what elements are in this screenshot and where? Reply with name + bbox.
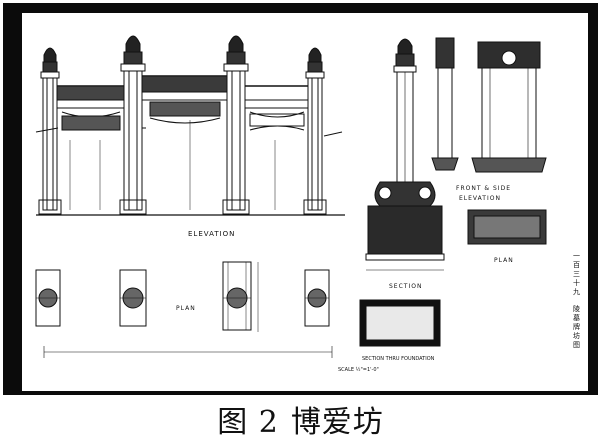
left-bay-roof	[35, 85, 146, 133]
plan-3	[222, 261, 259, 332]
pillar-3	[222, 35, 250, 215]
vertical-note-char: 牌	[573, 322, 580, 331]
label-scale: SCALE ½"=1'-0"	[338, 366, 379, 373]
vertical-note-char: 坊	[573, 331, 580, 340]
front-elevation	[471, 41, 547, 173]
vertical-note-char: 九	[573, 287, 580, 296]
plan-2	[119, 269, 147, 327]
vertical-note-char: 图	[573, 341, 580, 349]
vertical-note-char: 一	[573, 252, 580, 260]
vertical-note-char: 三	[573, 270, 580, 278]
drawing-sheet	[22, 13, 588, 391]
center-bay-roof	[141, 75, 228, 124]
label-plan-left: PLAN	[176, 305, 196, 312]
right-bay-roof	[244, 85, 343, 137]
plan-views	[35, 261, 333, 358]
figure-title: 博爱坊	[290, 404, 384, 440]
pillar-1	[38, 47, 62, 215]
pillar-2	[119, 35, 147, 215]
pillar-4	[303, 47, 327, 215]
label-front-side-2: ELEVATION	[459, 195, 501, 202]
label-section-foundation: SECTION THRU FOUNDATION	[362, 356, 435, 362]
vertical-note-char: 墓	[573, 313, 580, 322]
label-plan-right: PLAN	[494, 257, 514, 264]
paifang-elevation	[35, 35, 345, 216]
figure-number: 图 2	[217, 404, 279, 440]
vertical-note-char: 陵	[573, 304, 580, 313]
side-elevation	[431, 37, 459, 171]
plan-4	[304, 269, 330, 327]
section-view	[365, 38, 445, 271]
label-elevation: ELEVATION	[188, 230, 235, 238]
vertical-note-char: 百	[573, 261, 580, 269]
blueprint-drawing: ELEVATION PLAN SCALE ½"=1'-0"	[3, 3, 598, 395]
label-section: SECTION	[389, 283, 422, 290]
plan-1	[35, 269, 61, 327]
figure-caption: 图 2 博爱坊	[0, 396, 601, 441]
foundation-section	[359, 299, 441, 347]
front-side-elevation	[431, 37, 547, 173]
label-front-side-1: FRONT & SIDE	[456, 185, 511, 192]
right-plan	[467, 209, 547, 245]
vertical-note-char: 十	[573, 278, 580, 287]
